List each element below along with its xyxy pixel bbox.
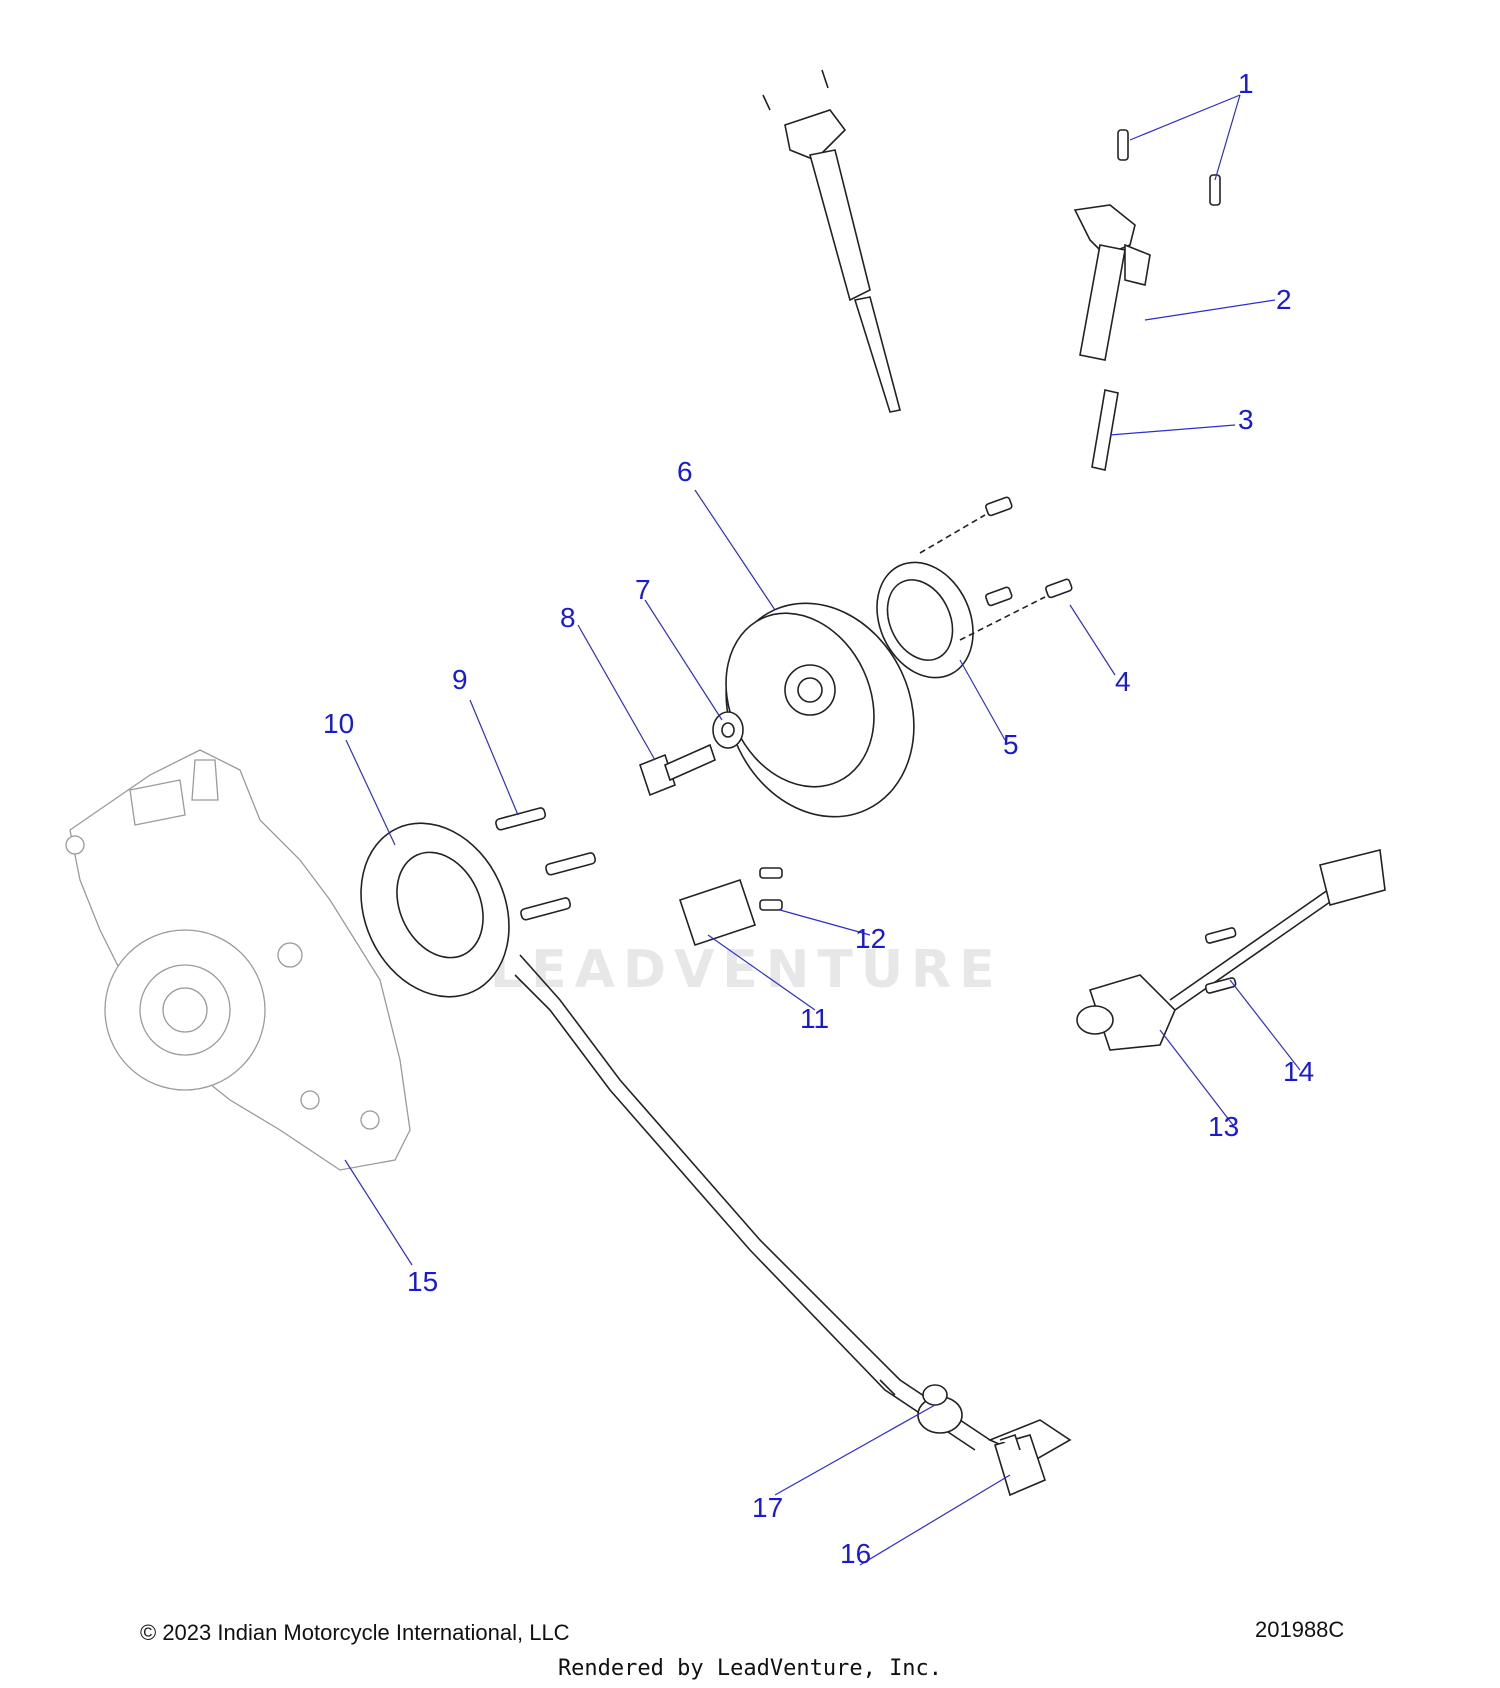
stator-bolts-9 bbox=[495, 807, 597, 921]
engine-cover bbox=[65, 749, 411, 1171]
callout-7[interactable]: 7 bbox=[635, 574, 651, 605]
callout-15[interactable]: 15 bbox=[407, 1266, 439, 1297]
flywheel-6 bbox=[725, 602, 915, 818]
sensor-plate-11 bbox=[678, 878, 757, 947]
callout-14[interactable]: 14 bbox=[1283, 1056, 1315, 1087]
stator-harness bbox=[514, 954, 1072, 1461]
clip-17 bbox=[917, 1384, 963, 1434]
leader-lines bbox=[344, 94, 1301, 1566]
callout-11[interactable]: 11 bbox=[800, 1003, 830, 1034]
clutch-bolts-4 bbox=[919, 496, 1073, 641]
callout-12[interactable]: 12 bbox=[855, 923, 887, 954]
diagram-id: 201988C bbox=[1255, 1617, 1345, 1642]
ignition-coil-2 bbox=[1073, 204, 1151, 361]
callout-9[interactable]: 9 bbox=[452, 664, 468, 695]
flywheel-bolt-8 bbox=[639, 743, 716, 797]
coil-bolts-1 bbox=[1117, 129, 1221, 206]
spark-plug-3 bbox=[1091, 389, 1119, 471]
sensor-screws-12 bbox=[759, 867, 783, 911]
washer-7 bbox=[712, 711, 744, 749]
callout-10[interactable]: 10 bbox=[323, 708, 355, 739]
starter-clutch-5 bbox=[876, 561, 974, 679]
callout-5[interactable]: 5 bbox=[1003, 729, 1019, 760]
callout-6[interactable]: 6 bbox=[677, 456, 693, 487]
callout-16[interactable]: 16 bbox=[840, 1538, 872, 1569]
callout-1[interactable]: 1 bbox=[1238, 68, 1254, 99]
callout-13[interactable]: 13 bbox=[1208, 1111, 1240, 1142]
stator-10 bbox=[360, 822, 510, 998]
callout-8[interactable]: 8 bbox=[560, 602, 576, 633]
copyright-text: © 2023 Indian Motorcycle International, … bbox=[140, 1620, 570, 1645]
rendered-by-text: Rendered by LeadVenture, Inc. bbox=[557, 1656, 943, 1681]
ignition-coil-left bbox=[762, 69, 901, 413]
callout-3[interactable]: 3 bbox=[1238, 404, 1254, 435]
watermark: LEADVENTURE bbox=[490, 940, 1003, 1000]
callout-4[interactable]: 4 bbox=[1115, 666, 1131, 697]
callout-2[interactable]: 2 bbox=[1276, 284, 1292, 315]
callout-17[interactable]: 17 bbox=[752, 1492, 784, 1523]
switch-screws-14 bbox=[1204, 927, 1237, 994]
connector-16 bbox=[994, 1433, 1046, 1497]
ignition-switch-13 bbox=[1076, 849, 1386, 1051]
